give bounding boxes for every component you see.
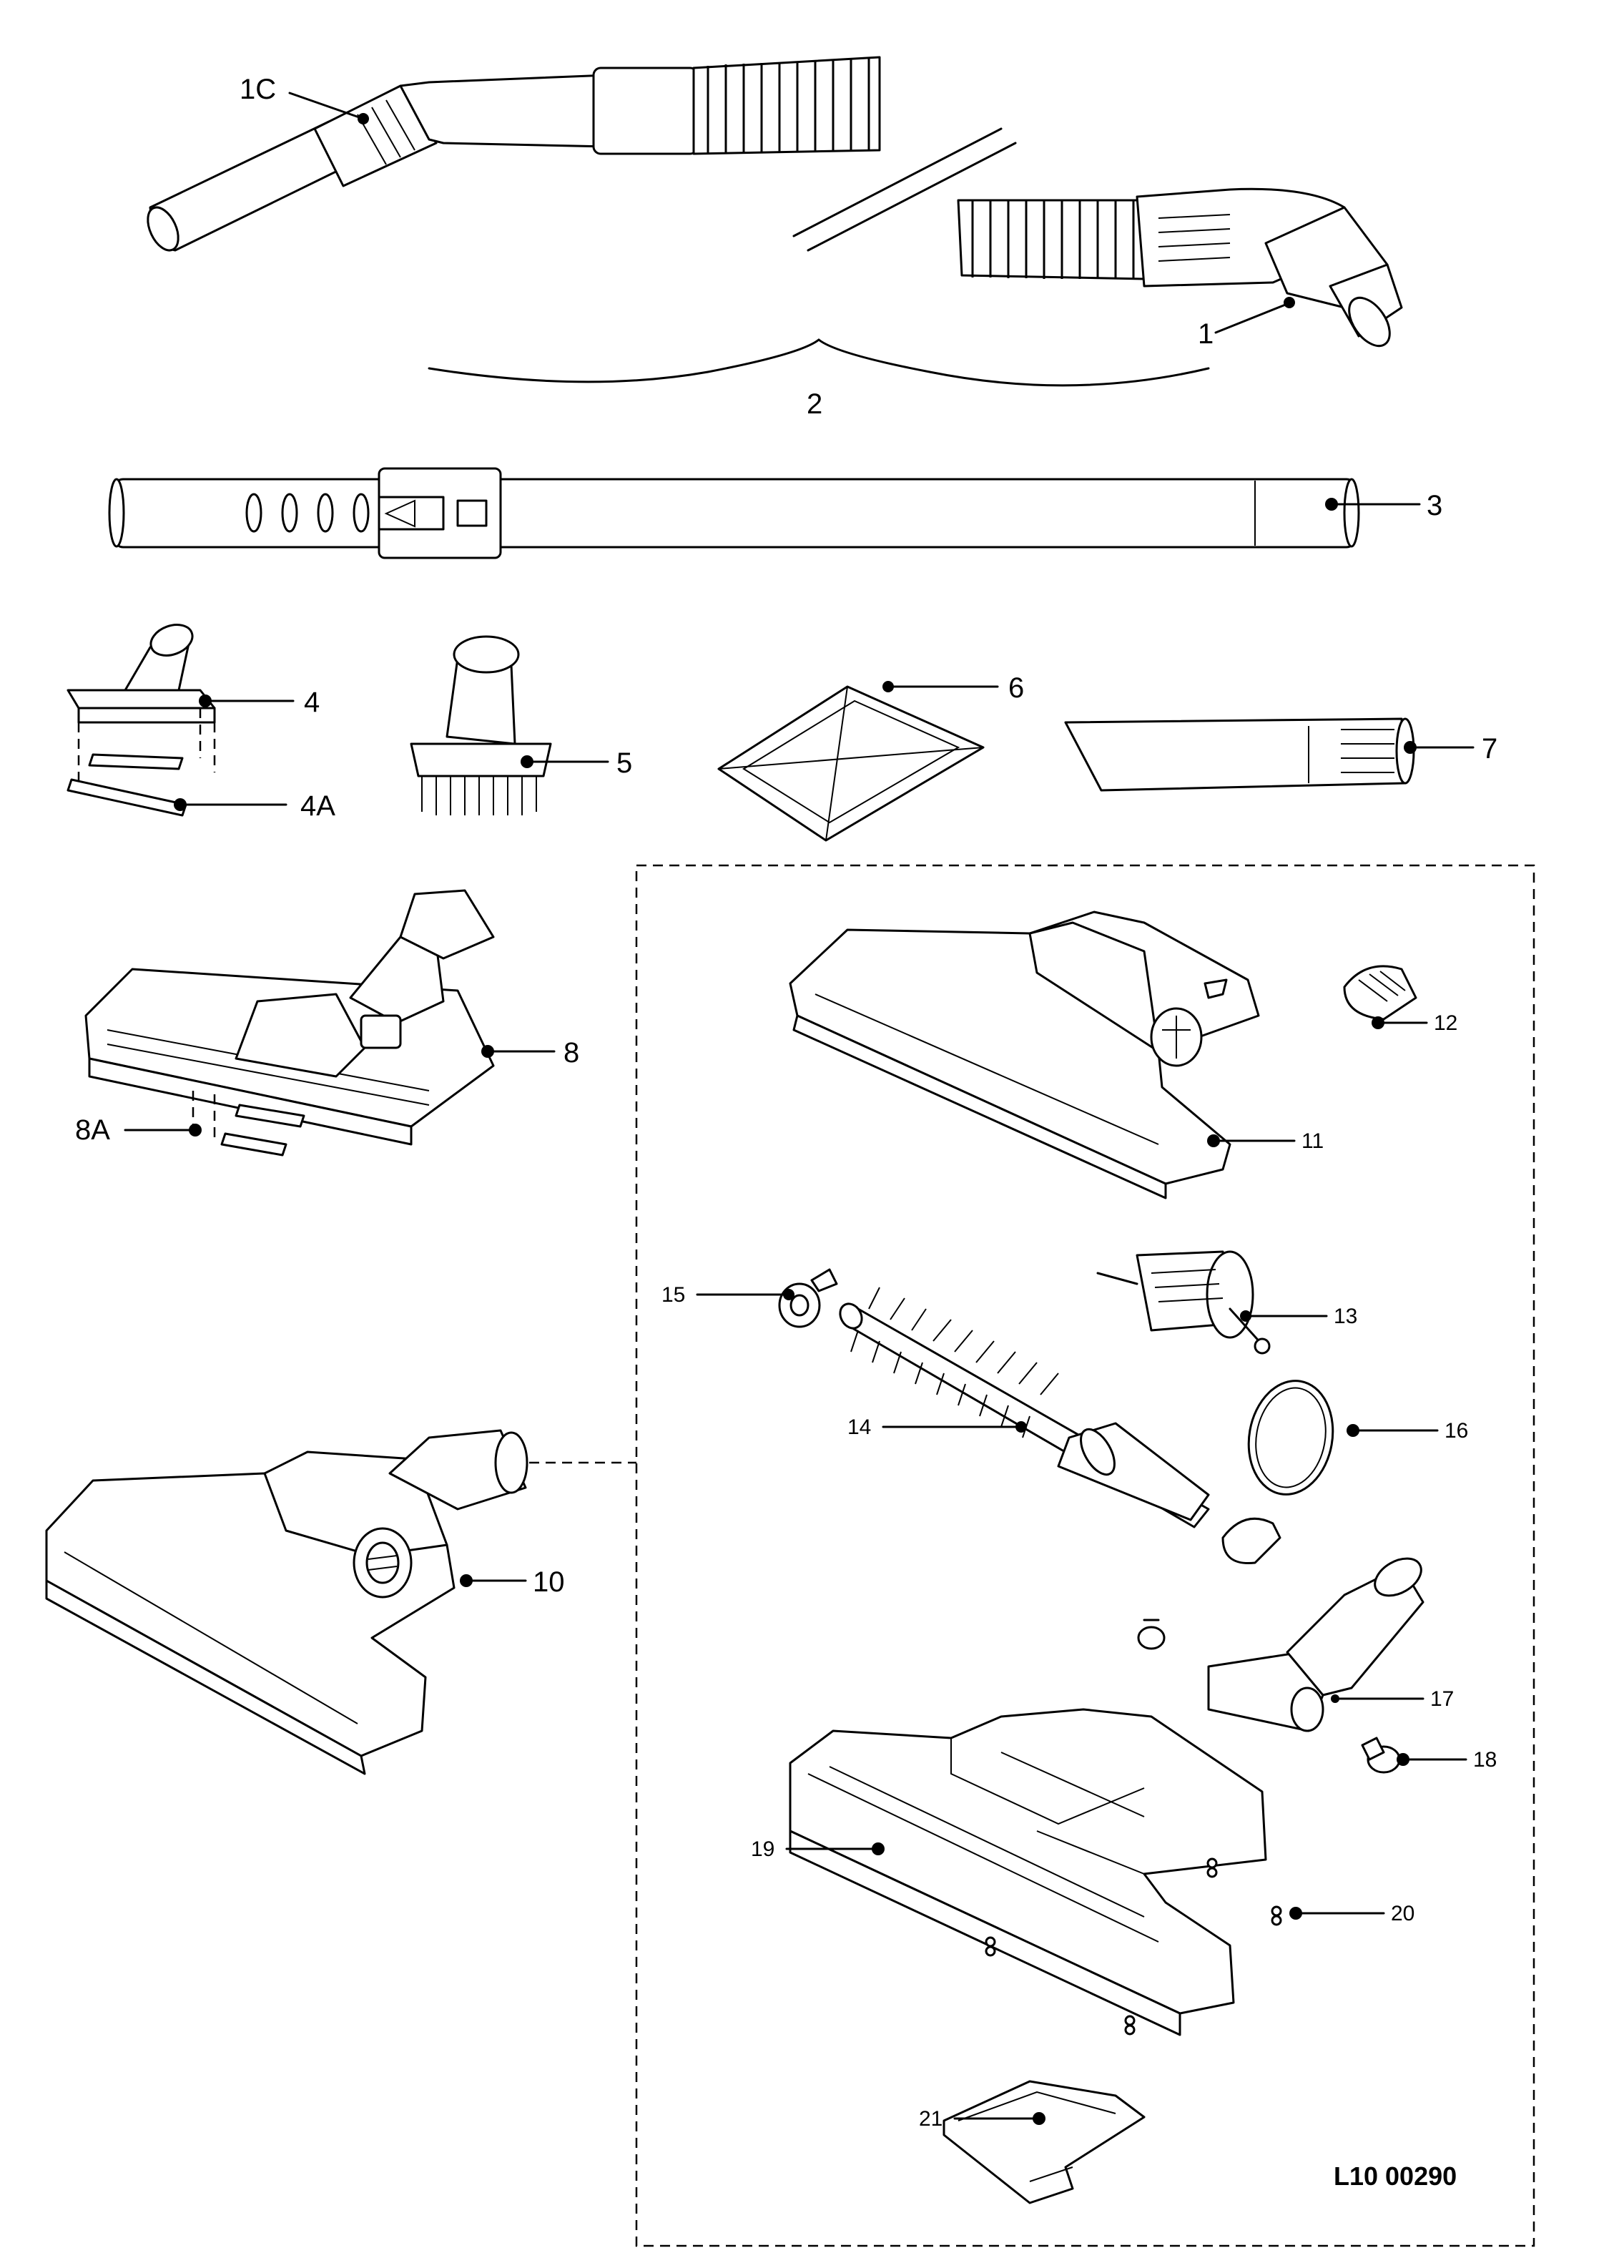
label-4: 4: [304, 687, 320, 718]
base-19: [789, 1708, 1267, 2036]
housing-11: [789, 910, 1260, 1199]
label-14: 14: [847, 1415, 871, 1439]
label-11: 11: [1301, 1129, 1324, 1153]
screw-3: [1271, 1905, 1282, 1926]
brushroll-14: [839, 1287, 1210, 1528]
filter-6: [717, 685, 985, 842]
brace-2: [428, 338, 1210, 387]
diagram-code: L10 00290: [1334, 2161, 1457, 2191]
exploded-view-box: [635, 864, 1535, 2247]
belt-16: [1247, 1380, 1334, 1496]
brush-5: [410, 635, 552, 815]
nozzle-10: [45, 1429, 528, 1775]
label-1: 1: [1198, 318, 1214, 350]
part-labels: 1C 1 2 3 4 4A 5 6 7 8 8A 10 11 12 13 14 …: [75, 74, 1497, 2131]
neck-17: [1207, 1557, 1424, 1732]
screw-4: [1124, 2015, 1136, 2036]
leader-lines: [124, 92, 1475, 2125]
label-19: 19: [751, 1837, 774, 1861]
tube-3: [108, 467, 1360, 559]
bearing-cap: [1221, 1517, 1281, 1565]
label-2: 2: [807, 388, 822, 420]
label-3: 3: [1427, 490, 1442, 521]
label-1c: 1C: [240, 74, 276, 105]
crevice-tool-7: [1064, 717, 1415, 792]
plate-21: [943, 2080, 1146, 2204]
screw-2: [985, 1936, 996, 1957]
screw-set: [985, 1857, 1282, 2036]
turbine-13: [1096, 1250, 1271, 1355]
hose-end-1: [957, 187, 1403, 348]
label-21: 21: [919, 2107, 943, 2131]
nozzle-8: [84, 889, 495, 1157]
hose-break-lines: [792, 127, 1017, 252]
plug-18: [1361, 1737, 1401, 1774]
label-12: 12: [1434, 1011, 1457, 1035]
hose-handle-1c: [147, 56, 881, 252]
nozzle-4: [67, 624, 216, 817]
label-18: 18: [1473, 1748, 1497, 1772]
label-15: 15: [661, 1283, 685, 1307]
label-16: 16: [1445, 1419, 1468, 1443]
hose-ribs-right: [957, 199, 1146, 280]
label-13: 13: [1334, 1305, 1357, 1328]
label-6: 6: [1008, 672, 1024, 704]
label-17: 17: [1430, 1687, 1454, 1711]
label-8a: 8A: [75, 1114, 110, 1146]
cap-12: [1343, 965, 1417, 1021]
label-5: 5: [616, 747, 632, 779]
label-10: 10: [533, 1566, 565, 1598]
screw-1: [1206, 1857, 1218, 1878]
label-4a: 4A: [300, 790, 335, 822]
label-8: 8: [564, 1037, 579, 1069]
label-7: 7: [1482, 733, 1497, 765]
label-20: 20: [1391, 1902, 1414, 1925]
small-bearing: [1137, 1619, 1166, 1650]
hose-ribs-left: [692, 56, 881, 155]
